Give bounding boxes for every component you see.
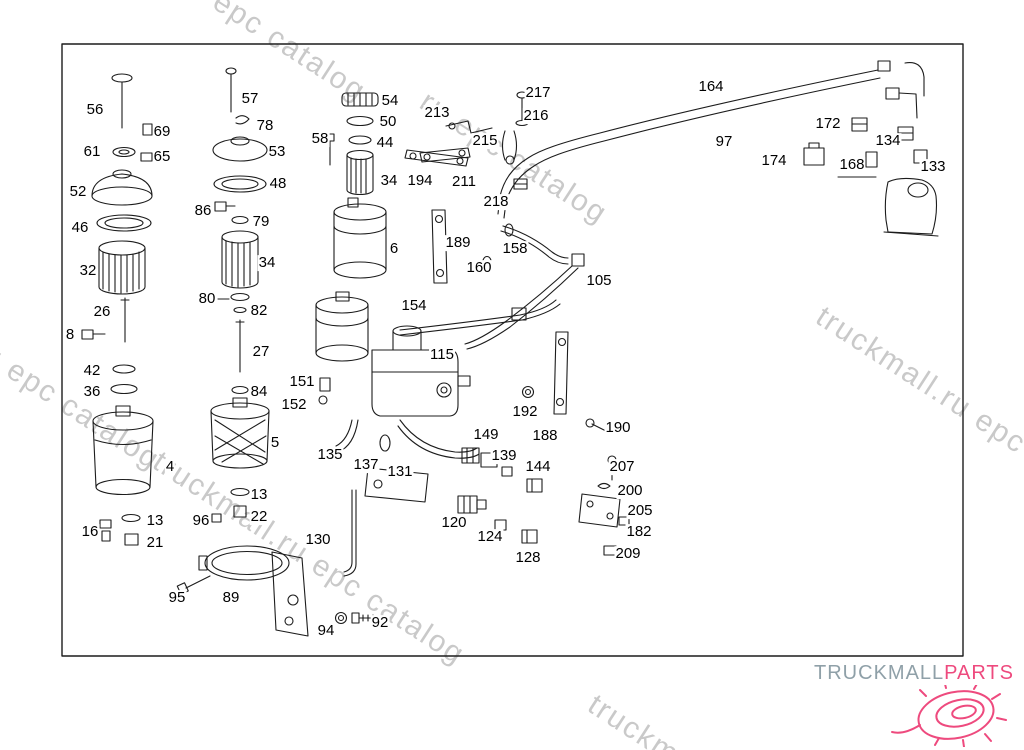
part-label-53: 53	[267, 143, 287, 161]
part-label-182: 182	[625, 523, 653, 541]
part-label-34: 34	[379, 172, 399, 190]
part-label-188: 188	[531, 427, 559, 445]
part-label-32: 32	[78, 262, 98, 280]
part-label-96: 96	[191, 512, 211, 530]
diagram-border	[61, 43, 964, 657]
part-label-6: 6	[388, 240, 400, 258]
part-label-211: 211	[451, 173, 477, 191]
part-label-57: 57	[240, 90, 260, 108]
part-label-80: 80	[197, 290, 217, 308]
part-label-52: 52	[68, 183, 88, 201]
part-label-124: 124	[476, 528, 504, 546]
part-label-192: 192	[511, 403, 539, 421]
part-label-36: 36	[82, 383, 102, 401]
part-label-16: 16	[80, 523, 100, 541]
part-label-42: 42	[82, 362, 102, 380]
part-label-82: 82	[249, 302, 269, 320]
part-label-120: 120	[440, 514, 468, 532]
long-fuel-pipes	[497, 60, 925, 219]
part-label-151: 151	[288, 373, 316, 391]
part-label-134: 134	[874, 132, 902, 150]
part-label-78: 78	[255, 117, 275, 135]
part-label-213: 213	[423, 104, 451, 122]
part-label-94: 94	[316, 622, 336, 640]
part-label-164: 164	[697, 78, 725, 96]
part-label-152: 152	[280, 396, 308, 414]
part-label-54: 54	[380, 92, 400, 110]
part-label-95: 95	[167, 589, 187, 607]
part-label-158: 158	[501, 240, 529, 258]
part-label-207: 207	[608, 458, 636, 476]
part-label-144: 144	[524, 458, 552, 476]
part-label-174: 174	[760, 152, 788, 170]
part-label-61: 61	[82, 143, 102, 161]
part-label-135: 135	[316, 446, 344, 464]
part-label-46: 46	[70, 219, 90, 237]
part-label-130: 130	[304, 531, 332, 549]
part-label-200: 200	[616, 482, 644, 500]
part-label-189: 189	[444, 234, 472, 252]
part-label-34: 34	[257, 254, 277, 272]
part-label-27: 27	[251, 343, 271, 361]
part-label-26: 26	[92, 303, 112, 321]
part-label-4: 4	[164, 458, 176, 476]
part-label-97: 97	[714, 133, 734, 151]
part-label-44: 44	[375, 134, 395, 152]
part-label-205: 205	[626, 502, 654, 520]
part-label-86: 86	[193, 202, 213, 220]
brand-logo-text: TRUCKMALLPARTS	[814, 662, 1014, 685]
part-label-8: 8	[64, 326, 76, 344]
part-label-131: 131	[386, 463, 414, 481]
part-label-22: 22	[249, 508, 269, 526]
center-filter-stack	[176, 67, 378, 637]
part-label-172: 172	[814, 115, 842, 133]
part-label-79: 79	[251, 213, 271, 231]
part-label-89: 89	[221, 589, 241, 607]
part-label-133: 133	[919, 158, 947, 176]
part-label-128: 128	[514, 549, 542, 567]
logo-text-truckmall: TRUCKMALL	[814, 662, 945, 684]
pump-assembly	[315, 291, 561, 577]
part-label-216: 216	[522, 107, 550, 125]
left-filter-stack	[81, 73, 154, 546]
part-label-217: 217	[524, 84, 552, 102]
part-label-149: 149	[472, 426, 500, 444]
part-label-115: 115	[429, 346, 455, 364]
part-label-56: 56	[85, 101, 105, 119]
part-label-160: 160	[465, 259, 493, 277]
part-label-137: 137	[352, 456, 380, 474]
part-label-105: 105	[585, 272, 613, 290]
part-label-139: 139	[490, 447, 518, 465]
logo-text-parts: PARTS	[944, 662, 1014, 684]
part-label-21: 21	[145, 534, 165, 552]
part-label-65: 65	[152, 148, 172, 166]
part-label-190: 190	[604, 419, 632, 437]
logo-gear-icon	[891, 685, 1007, 747]
brackets-top-middle	[419, 91, 585, 350]
part-label-168: 168	[838, 156, 866, 174]
part-label-13: 13	[249, 486, 269, 504]
part-label-154: 154	[400, 297, 428, 315]
part-label-92: 92	[370, 614, 390, 632]
right-fittings	[803, 117, 939, 237]
part-label-194: 194	[406, 172, 434, 190]
part-label-50: 50	[378, 113, 398, 131]
brand-logo: TRUCKMALLPARTS	[814, 662, 1014, 747]
part-label-209: 209	[614, 545, 642, 563]
part-label-48: 48	[268, 175, 288, 193]
part-label-218: 218	[482, 193, 510, 211]
part-label-58: 58	[310, 130, 330, 148]
connectors-middle	[457, 331, 630, 556]
part-label-84: 84	[249, 383, 269, 401]
part-label-69: 69	[152, 123, 172, 141]
part-label-5: 5	[269, 434, 281, 452]
part-label-215: 215	[471, 132, 499, 150]
part-label-13: 13	[145, 512, 165, 530]
